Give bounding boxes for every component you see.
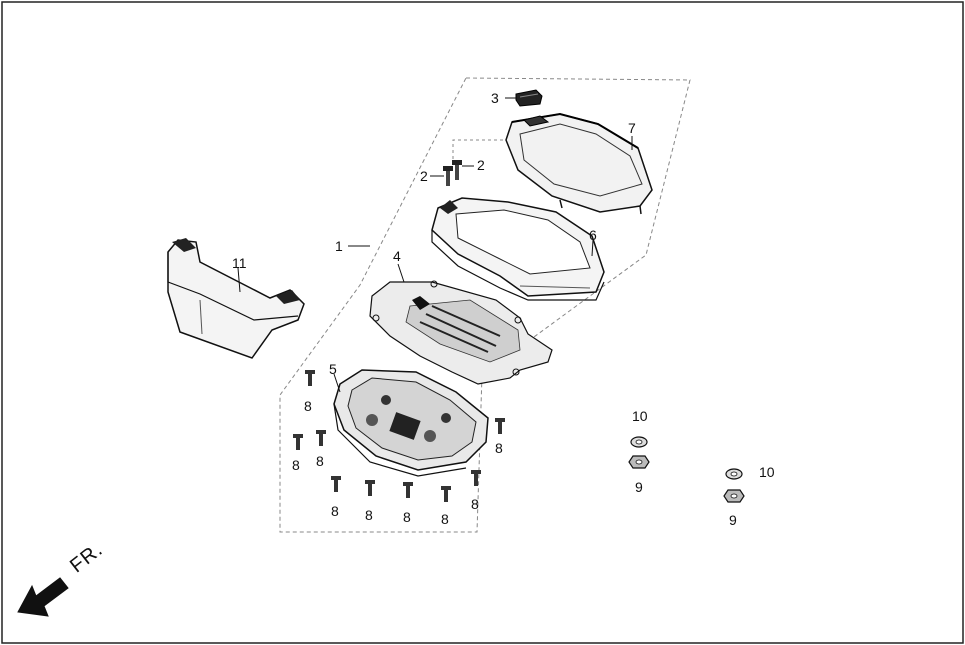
callout-8-left-3: 8: [316, 453, 324, 469]
lower-case-part: [333, 369, 489, 477]
case-screws-part: [293, 370, 505, 502]
front-direction-arrow: [17, 577, 69, 617]
callout-5: 5: [329, 361, 337, 377]
visor-part: [167, 238, 305, 359]
washer-nut-set-b: [723, 468, 745, 503]
callout-4: 4: [393, 248, 401, 264]
callout-9a: 9: [635, 479, 643, 495]
callout-7: 7: [628, 120, 636, 136]
callout-11: 11: [232, 255, 247, 271]
assembly-boundary: [279, 77, 691, 533]
rubber-button-part: [515, 89, 543, 107]
callout-8-bottom-4: 8: [441, 511, 449, 527]
callout-2a: 2: [420, 168, 428, 184]
lens-frame-part: [431, 197, 605, 301]
washer-nut-set-a: [628, 436, 650, 469]
callout-8-left-2: 8: [292, 457, 300, 473]
callout-2b: 2: [477, 157, 485, 173]
circuit-board-part: [369, 280, 553, 385]
leader-lines: [237, 97, 633, 393]
callout-8-bottom-2: 8: [365, 507, 373, 523]
top-screws-part: [443, 160, 462, 186]
callout-10a: 10: [632, 408, 648, 424]
screw-bracket: [452, 117, 541, 165]
callout-10b: 10: [759, 464, 775, 480]
upper-cover-part: [505, 112, 653, 215]
callout-8-left-1: 8: [304, 398, 312, 414]
callout-8-right-2: 8: [495, 440, 503, 456]
callout-9b: 9: [729, 512, 737, 528]
callout-6: 6: [589, 227, 597, 243]
callout-8-bottom-3: 8: [403, 509, 411, 525]
callout-8-right-1: 8: [471, 496, 479, 512]
callout-8-bottom-1: 8: [331, 503, 339, 519]
callout-1: 1: [335, 238, 343, 254]
callout-3: 3: [491, 90, 499, 106]
